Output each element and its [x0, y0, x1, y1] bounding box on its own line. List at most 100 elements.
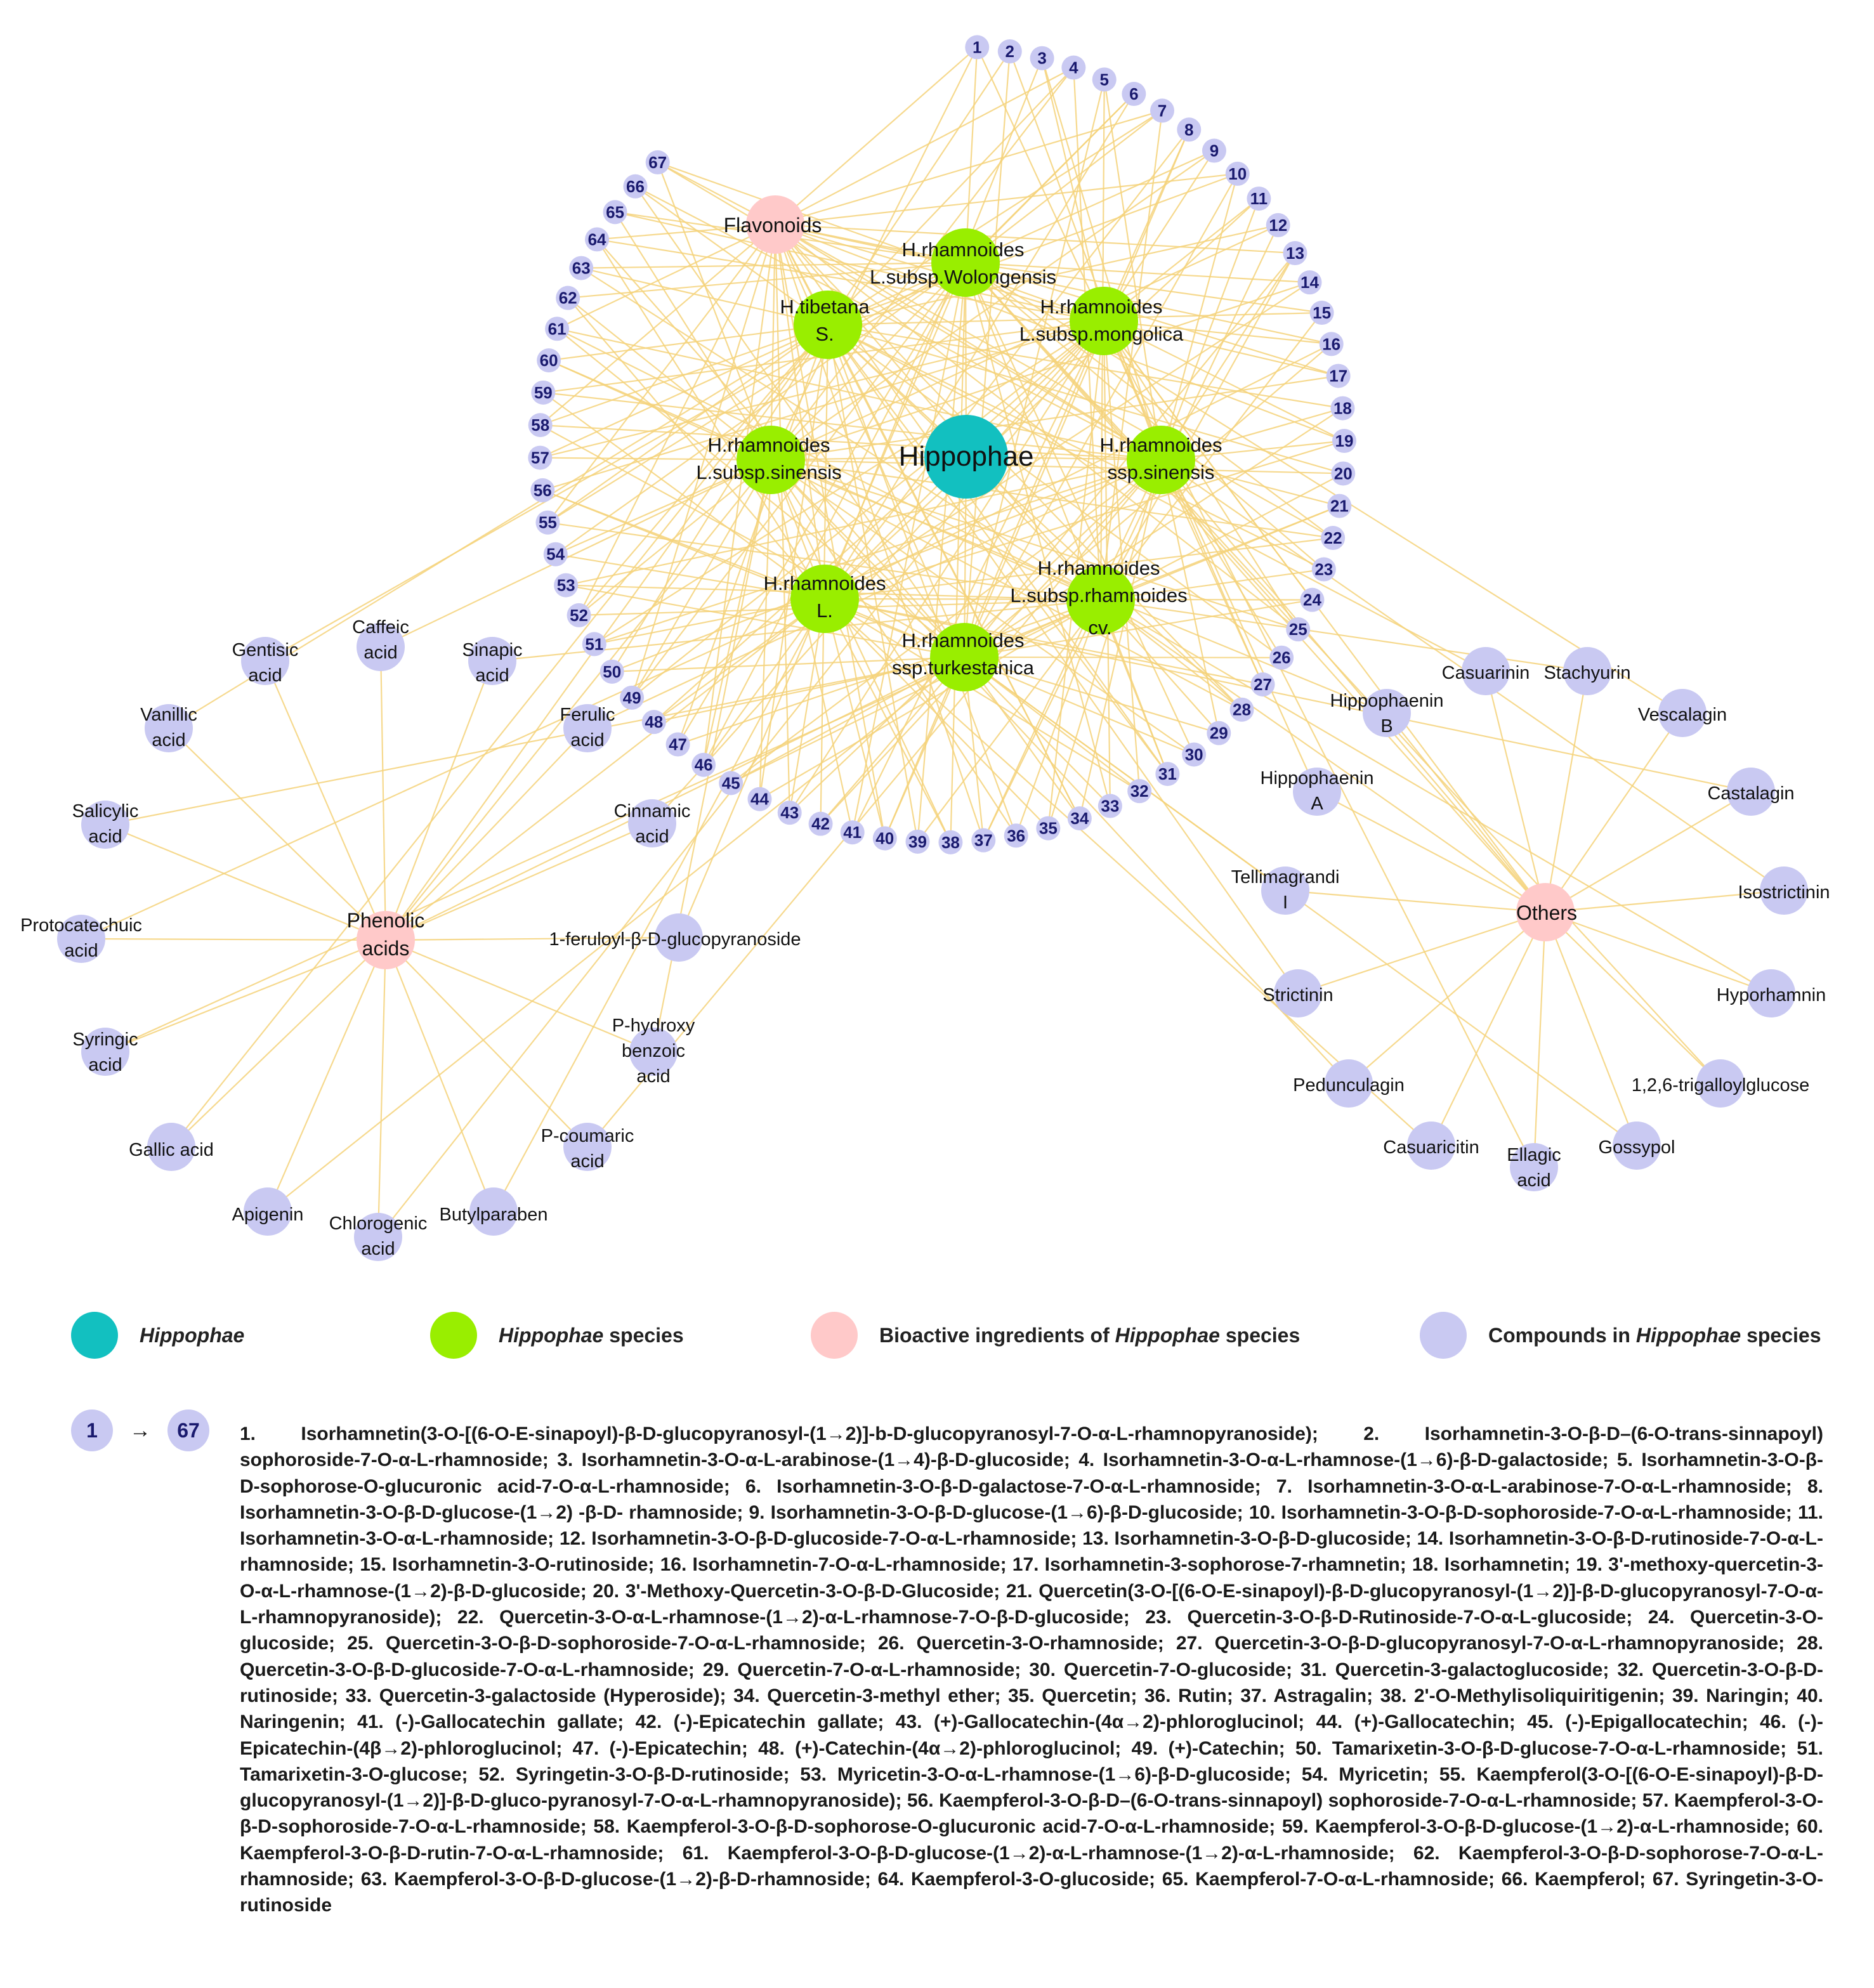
node-flavonoid — [1004, 823, 1028, 848]
node-flavonoid — [528, 445, 553, 470]
edge — [556, 224, 776, 330]
node-flavonoid — [747, 787, 772, 811]
edge — [578, 324, 829, 616]
legend-swatch-ingredients — [811, 1312, 858, 1359]
edge — [820, 657, 965, 825]
edge — [983, 599, 1101, 841]
node-ingredient-label: Flavonoids — [724, 214, 822, 237]
node-flavonoid-number: 38 — [941, 833, 960, 852]
node-flavonoid — [1327, 494, 1352, 518]
node-flavonoid — [719, 771, 744, 795]
edge — [379, 646, 387, 941]
edge — [578, 224, 776, 616]
node-other-compound-label: Castalagin — [1707, 783, 1794, 804]
node-flavonoid-number: 49 — [623, 688, 641, 707]
node-phenolic-compound-label: 1-feruloyl-β-D-glucopyranoside — [549, 929, 801, 950]
edge — [827, 324, 1299, 994]
node-flavonoid-number: 44 — [750, 790, 769, 809]
edge — [1297, 911, 1546, 995]
node-flavonoid-number: 62 — [559, 289, 577, 308]
node-phenolic-compound — [655, 913, 703, 962]
edge — [964, 47, 978, 263]
edge — [1544, 670, 1589, 913]
edge — [267, 657, 965, 1212]
node-flavonoid — [620, 685, 645, 710]
edge — [657, 162, 826, 599]
edge — [384, 939, 495, 1212]
node-phenolic-compound — [563, 1123, 612, 1171]
node-species — [790, 565, 859, 633]
node-flavonoid — [1247, 186, 1271, 211]
node-flavonoid — [1331, 461, 1356, 486]
node-flavonoid-number: 60 — [540, 351, 558, 370]
legend-item-ingredients: Bioactive ingredients of Hippophae speci… — [811, 1312, 1300, 1359]
node-flavonoid — [545, 317, 570, 341]
node-flavonoid — [1321, 526, 1346, 551]
node-flavonoid-number: 33 — [1101, 797, 1119, 816]
edge — [653, 656, 965, 723]
edge — [827, 110, 1163, 325]
edge — [565, 459, 1162, 586]
node-flavonoid — [1202, 138, 1226, 163]
edge — [657, 161, 1162, 461]
node-flavonoid — [1311, 557, 1336, 582]
edge — [105, 823, 386, 941]
edge — [703, 262, 966, 766]
edge — [1545, 911, 1772, 995]
node-flavonoid-number: 26 — [1273, 648, 1291, 667]
edge — [770, 150, 1215, 461]
node-flavonoid — [840, 820, 865, 845]
node-flavonoid-number: 30 — [1185, 745, 1203, 764]
legend-item-compounds: Compounds in Hippophae species — [1420, 1312, 1821, 1359]
key-end-node: 67 — [167, 1409, 209, 1451]
edge — [963, 79, 1105, 658]
node-flavonoid-number: 6 — [1129, 84, 1138, 103]
edge — [1100, 225, 1279, 601]
edge — [965, 261, 1322, 314]
node-flavonoid-number: 48 — [645, 712, 663, 731]
node-flavonoid — [1061, 55, 1086, 80]
node-flavonoid-number: 53 — [557, 576, 575, 595]
edge — [827, 324, 1017, 836]
edge — [596, 239, 825, 599]
node-species — [1127, 426, 1195, 494]
edge — [789, 598, 826, 813]
legend-swatch-hippophae — [71, 1312, 118, 1359]
node-flavonoid — [1067, 806, 1092, 831]
key-arrow: → — [129, 1418, 151, 1442]
node-flavonoid — [535, 510, 560, 535]
node-other-compound-label: Gossypol — [1599, 1137, 1675, 1158]
node-flavonoid-number: 28 — [1233, 700, 1251, 719]
node-flavonoid — [567, 603, 591, 627]
edge — [1103, 320, 1318, 792]
node-other-compound — [1696, 1059, 1745, 1108]
edge — [540, 457, 771, 461]
node-species — [930, 623, 999, 691]
edge — [770, 224, 776, 461]
edge — [1100, 599, 1546, 913]
edge — [775, 46, 978, 225]
node-flavonoid — [1207, 721, 1231, 745]
node-flavonoid-number: 8 — [1184, 120, 1193, 139]
node-species-label-cv: cv. — [1088, 617, 1111, 639]
node-ingredient — [1516, 883, 1575, 941]
edge — [547, 521, 1101, 601]
edge — [1103, 320, 1264, 685]
node-flavonoid — [1030, 46, 1054, 70]
edge — [1545, 912, 1721, 1084]
edge — [556, 328, 965, 658]
node-species — [737, 426, 805, 494]
edge — [555, 459, 771, 555]
edge — [657, 161, 1104, 322]
edge — [964, 262, 1169, 775]
node-phenolic-compound — [563, 704, 612, 752]
legend-label-ingredients: Bioactive ingredients of Hippophae speci… — [879, 1323, 1301, 1347]
